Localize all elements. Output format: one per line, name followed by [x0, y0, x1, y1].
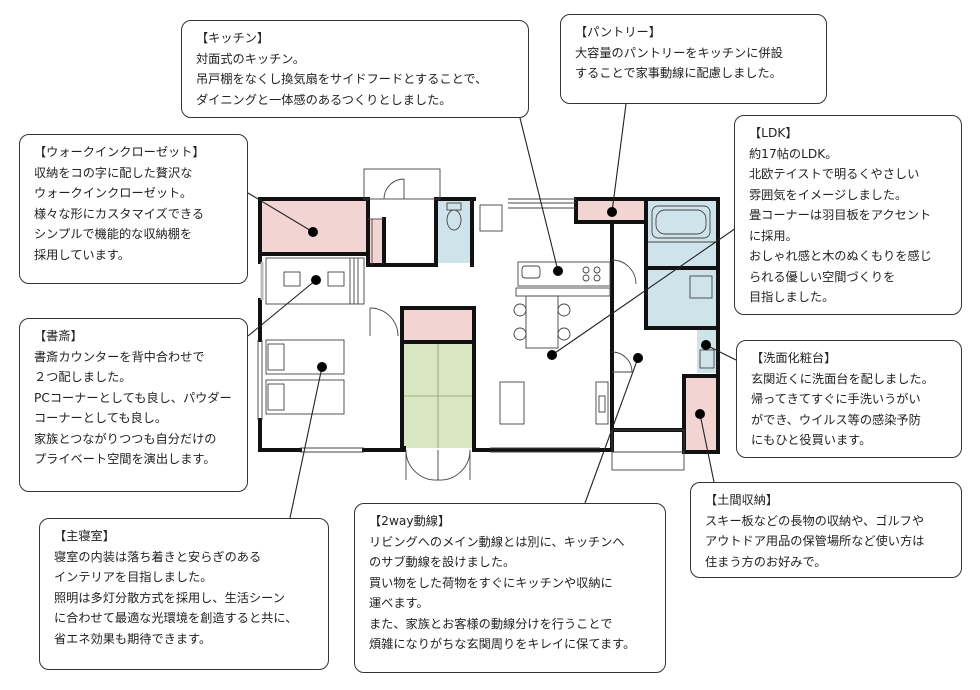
washroom-title: 【洗面化粧台】 — [751, 351, 837, 365]
twoway-line: 運べます。 — [369, 596, 429, 610]
pantry-title: 【パントリー】 — [575, 25, 661, 39]
leader-doma — [699, 413, 715, 483]
washroom-line: 玄関近くに洗面台を配しました。 — [751, 371, 934, 386]
ldk-line: に採用。 — [749, 228, 798, 243]
marker-dots — [308, 207, 711, 419]
kitchen-callout: 【キッチン】 対面式のキッチン。 吊戸棚をなくし換気扇をサイドフードとすることで… — [181, 20, 529, 118]
kitchen-line: 対面式のキッチン。 — [196, 51, 305, 66]
marker-wic — [308, 227, 318, 237]
wic-line: ウォークインクローゼット。 — [34, 186, 193, 200]
ldk-line: 畳コーナーは羽目板をアクセント — [749, 208, 932, 222]
kitchen-line: ダイニングと一体感のあるつくりとしました。 — [196, 92, 452, 107]
washroom-line: にもひと役買います。 — [751, 433, 872, 447]
study-line: 家族とつながりつつも自分だけの — [34, 431, 217, 446]
leader-twoway — [584, 357, 639, 504]
ldk-callout: 【LDK】 約17帖のLDK。 北欧テイストで明るくやさしい 雰囲気をイメージし… — [734, 115, 962, 315]
walls — [258, 197, 720, 454]
closet-strip-zone — [368, 219, 384, 265]
leader-bedroom — [289, 366, 323, 519]
kitchen-title: 【キッチン】 — [196, 31, 270, 45]
twoway-line: のサブ動線を設けました。 — [369, 555, 516, 569]
marker-doma — [695, 409, 705, 419]
twoway-line: 買い物をした荷物をすぐにキッチンや収納に — [369, 575, 613, 590]
study-line: プライベート空間を演出します。 — [34, 452, 216, 466]
marker-study — [311, 275, 321, 285]
bedroom-title: 【主寝室】 — [54, 529, 115, 543]
wic-line: シンプルで機能的な収納棚を — [34, 227, 193, 241]
doma-line: スキー板などの長物の収納や、ゴルフや — [705, 513, 925, 528]
leader-pantry — [611, 103, 627, 213]
pantry-callout: 【パントリー】 大容量のパントリーをキッチンに併設 することで家事動線に配慮しま… — [560, 14, 827, 104]
bedroom-line: に合わせて最適な光環境を創造すると共に、 — [54, 611, 298, 625]
marker-kitchen — [553, 266, 563, 276]
wic-title: 【ウォークインクローゼット】 — [34, 145, 205, 159]
marker-ldk — [547, 350, 557, 360]
leader-washroom — [705, 344, 737, 361]
study-line: PCコーナーとしても良し、パウダー — [34, 390, 232, 405]
washroom-callout: 【洗面化粧台】 玄関近くに洗面台を配しました。 帰ってきてすぐに手洗いうがい が… — [736, 340, 962, 458]
thin-details — [257, 168, 716, 481]
leader-ldk — [551, 227, 737, 356]
marker-bedroom — [317, 362, 327, 372]
twoway-line: また、家族とお客様の動線分けを行うことで — [369, 616, 613, 631]
wic-line: 採用しています。 — [34, 247, 130, 262]
twoway-title: 【2way動線】 — [369, 514, 451, 528]
doma-line: アウトドア用品の保管場所など使い方は — [705, 534, 925, 548]
marker-twoway — [633, 353, 643, 363]
ldk-line: 目指しました。 — [749, 290, 835, 304]
two-way-callout: 【2way動線】 リビングへのメイン動線とは別に、キッチンへ のサブ動線を設けま… — [354, 503, 666, 673]
ldk-title: 【LDK】 — [749, 126, 798, 140]
wic-line: 収納をコの字に配した贅沢な — [34, 165, 193, 180]
kitchen-line: 吊戸棚をなくし換気扇をサイドフードとすることで、 — [196, 72, 488, 86]
doma-line: 住まう方のお好みで。 — [705, 554, 827, 569]
washroom-line: ができ、ウイルス等の感染予防 — [751, 412, 921, 427]
leader-kitchen — [519, 117, 559, 272]
pantry-line: 大容量のパントリーをキッチンに併設 — [575, 45, 783, 60]
washroom-line: 帰ってきてすぐに手洗いうがい — [751, 392, 921, 406]
twoway-line: リビングへのメイン動線とは別に、キッチンへ — [369, 534, 625, 549]
ldk-line: 北欧テイストで明るくやさしい — [749, 167, 920, 181]
tatami-upper-storage-zone — [404, 310, 472, 342]
washbasin-zone — [697, 329, 716, 373]
study-line: コーナーとしても良し。 — [34, 411, 168, 425]
ldk-line: 約17帖のLDK。 — [749, 146, 838, 161]
bedroom-line: 寝室の内装は落ち着きと安らぎのある — [54, 549, 262, 564]
wic-callout: 【ウォークインクローゼット】 収納をコの字に配した贅沢な ウォークインクローゼッ… — [19, 134, 248, 284]
ldk-line: おしゃれ感と木のぬくもりを感じ — [749, 249, 932, 263]
doma-storage-callout: 【土間収納】 スキー板などの長物の収納や、ゴルフや アウトドア用品の保管場所など… — [690, 482, 962, 578]
study-callout: 【書斎】 書斎カウンターを背中合わせで ２つ配しました。 PCコーナーとしても良… — [19, 318, 248, 492]
marker-pantry — [607, 207, 617, 217]
bedroom-line: インテリアを目指しました。 — [54, 570, 213, 584]
study-line: 書斎カウンターを背中合わせで — [34, 349, 205, 364]
marker-washroom — [701, 340, 711, 350]
leader-study — [247, 279, 317, 337]
leader-lines — [247, 103, 737, 519]
bedroom-callout: 【主寝室】 寝室の内装は落ち着きと安らぎのある インテリアを目指しました。 照明… — [39, 518, 329, 670]
ldk-line: 雰囲気をイメージしました。 — [749, 187, 908, 202]
ldk-line: られる優しい空間づくりを — [749, 269, 896, 284]
toilet-zone — [438, 201, 470, 263]
study-title: 【書斎】 — [34, 329, 83, 343]
wic-line: 様々な形にカスタマイズできる — [34, 206, 205, 221]
leader-wic — [247, 192, 314, 233]
bedroom-line: 照明は多灯分散方式を採用し、生活シーン — [54, 590, 285, 605]
bedroom-line: 省エネ効果も期待できます。 — [54, 631, 212, 646]
doma-title: 【土間収納】 — [705, 493, 779, 507]
twoway-line: 煩雑になりがちな玄関周りをキレイに保てます。 — [369, 637, 636, 651]
study-line: ２つ配しました。 — [34, 370, 132, 384]
pantry-line: することで家事動線に配慮しました。 — [575, 66, 782, 80]
tatami-lines — [404, 344, 472, 448]
walk-in-closet-zone — [262, 201, 366, 253]
